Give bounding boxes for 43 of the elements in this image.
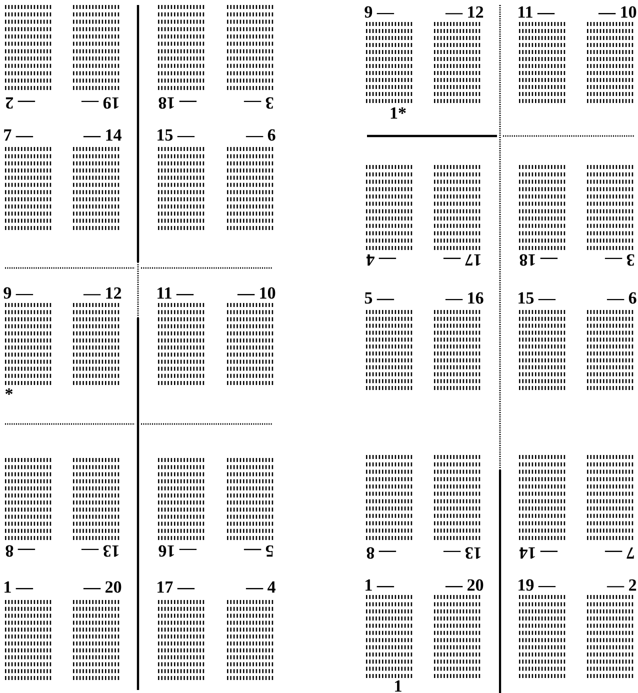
page-number: 5 —	[364, 292, 394, 304]
page-number: 3 —	[244, 97, 274, 109]
page-number: — 12	[83, 287, 122, 299]
page-number: — 16	[158, 545, 197, 557]
page-number: 1	[395, 680, 402, 692]
page-number: 7 —	[604, 547, 634, 559]
page-number: 17 —	[158, 581, 195, 593]
page-number: — 16	[445, 292, 484, 304]
page-number: — 20	[445, 579, 484, 591]
page-number: 11 —	[518, 6, 555, 18]
page-number: 3 —	[604, 254, 634, 266]
page-number: — 12	[445, 6, 484, 18]
page-number: — 18	[158, 97, 197, 109]
page-number: — 14	[83, 129, 122, 141]
page-number: — 10	[598, 6, 636, 18]
page-number: — 2	[606, 579, 636, 591]
page-number: — 20	[83, 581, 122, 593]
page-number: 1 —	[4, 581, 34, 593]
page-number: 7 —	[4, 129, 34, 141]
page-number: 19 —	[518, 579, 556, 591]
page-number: 5 —	[244, 545, 274, 557]
page-number: 11 —	[158, 287, 194, 299]
page-number: — 14	[520, 547, 558, 559]
page-number: *	[5, 388, 13, 395]
page-number: 17 —	[443, 254, 480, 266]
page-number: — 2	[6, 97, 36, 109]
page-number: — 8	[366, 547, 396, 559]
page-number: — 6	[606, 292, 636, 304]
page-number: — 8	[6, 545, 36, 557]
page-number: 13 —	[443, 547, 480, 559]
page-number: 15 —	[158, 129, 195, 141]
page-number: 1*	[390, 107, 406, 119]
page-number: 9 —	[4, 287, 34, 299]
page-number: 15 —	[518, 292, 556, 304]
page-number: 13 —	[81, 545, 118, 557]
page-number: — 18	[520, 254, 558, 266]
page-number: 19 —	[81, 97, 118, 109]
page-number: — 4	[366, 254, 396, 266]
page-number: — 4	[246, 581, 276, 593]
page-number: — 10	[237, 287, 276, 299]
page-number: — 6	[246, 129, 276, 141]
page-number: 1 —	[366, 579, 394, 591]
page-number: 9 —	[364, 6, 394, 18]
